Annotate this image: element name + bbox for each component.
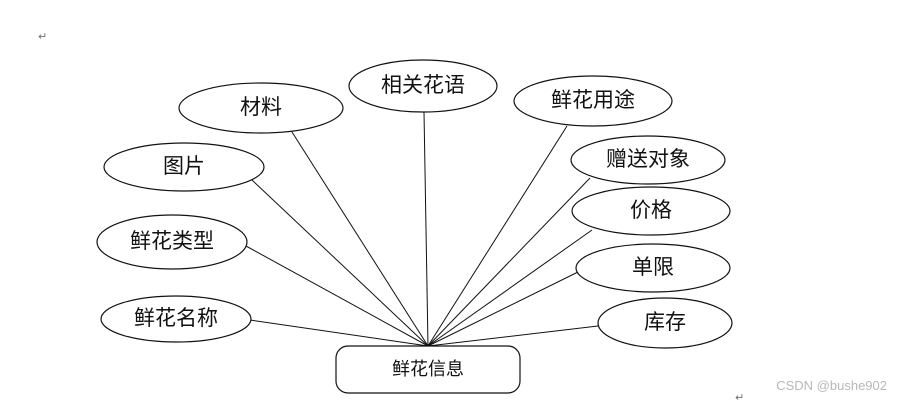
attribute-label-recipient: 赠送对象	[606, 147, 690, 171]
attribute-ellipse-limit	[575, 243, 731, 293]
connector-line-image	[251, 179, 429, 347]
attribute-ellipse-recipient	[570, 135, 726, 185]
attribute-ellipse-flower-name	[100, 295, 252, 343]
attribute-label-image: 图片	[163, 154, 205, 178]
attribute-label-use: 鲜花用途	[551, 88, 635, 112]
connector-line-flower-type	[245, 245, 429, 347]
attribute-ellipse-stock	[597, 297, 733, 349]
attribute-labels: 相关花语 材料 鲜花用途 图片 赠送对象 价格 鲜花类型 单限 鲜花名称 库存	[130, 73, 690, 334]
attribute-ellipse-related-flower-language	[348, 59, 498, 113]
attribute-ellipse-image	[103, 142, 265, 192]
attribute-ellipse-price	[571, 186, 731, 236]
csdn-watermark: CSDN @bushe902	[776, 378, 887, 393]
attribute-label-limit: 单限	[632, 255, 674, 279]
attribute-label-flower-type: 鲜花类型	[130, 229, 214, 253]
attribute-label-material: 材料	[240, 95, 282, 119]
connector-line-recipient	[427, 177, 591, 347]
entity-node: 鲜花信息	[335, 345, 521, 394]
connector-line-flower-name	[249, 319, 429, 347]
attribute-nodes	[96, 59, 733, 349]
attribute-label-related-flower-language: 相关花语	[381, 73, 465, 97]
paragraph-mark-bottom: ↵	[735, 391, 745, 404]
connector-line-price	[427, 229, 593, 347]
connector-line-stock	[427, 325, 599, 347]
attribute-ellipse-material	[178, 82, 344, 134]
connector-line-use	[427, 125, 568, 347]
connector-line-related-flower-language	[423, 111, 429, 347]
connector-line-limit	[427, 271, 579, 347]
paragraph-mark-top: ↵	[38, 30, 48, 43]
entity-label: 鲜花信息	[392, 359, 464, 380]
attribute-label-stock: 库存	[644, 310, 686, 334]
entity-box	[335, 345, 521, 394]
attribute-label-flower-name: 鲜花名称	[134, 306, 218, 330]
attribute-ellipse-use	[513, 75, 673, 127]
connector-line-material	[291, 131, 429, 347]
attribute-label-price: 价格	[630, 198, 672, 222]
attribute-ellipse-flower-type	[96, 214, 248, 270]
connection-lines	[245, 111, 599, 347]
